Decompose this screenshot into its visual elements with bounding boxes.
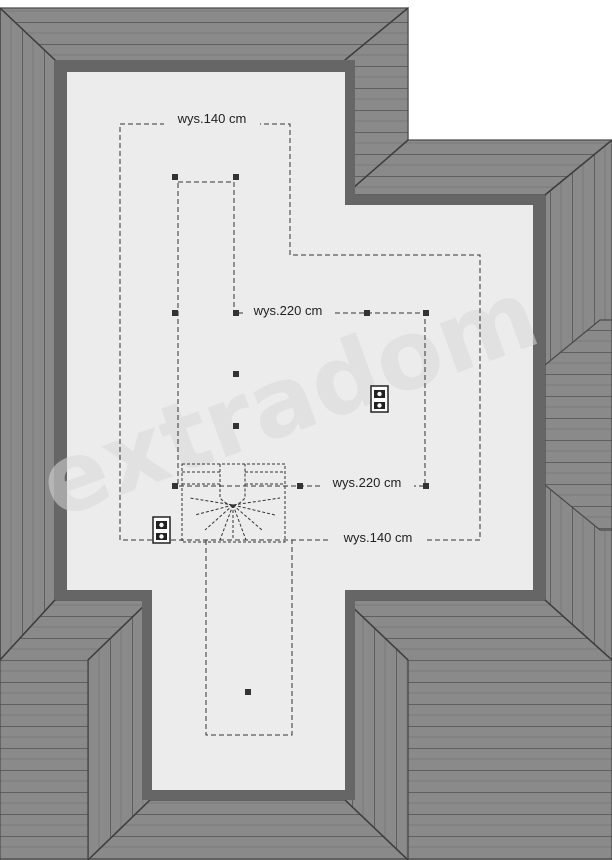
posts (172, 174, 429, 695)
height-line-140 (119, 123, 481, 541)
post-marker (245, 689, 251, 695)
post-marker (233, 174, 239, 180)
post-marker (423, 483, 429, 489)
post-marker (233, 310, 239, 316)
chimney-icon (152, 516, 171, 544)
attic-walls (55, 60, 545, 800)
post-marker (233, 371, 239, 377)
height-line-south (205, 540, 293, 736)
post-marker (172, 310, 178, 316)
height-label-140-bottom: wys.140 cm (343, 530, 413, 545)
post-marker (297, 483, 303, 489)
height-label-140-top: wys.140 cm (177, 111, 247, 126)
post-marker (423, 310, 429, 316)
post-marker (233, 423, 239, 429)
height-label-220-lower: wys.220 cm (332, 475, 402, 490)
chimney-icon (370, 385, 389, 413)
post-marker (364, 310, 370, 316)
post-marker (172, 483, 178, 489)
height-label-220-upper: wys.220 cm (253, 303, 323, 318)
attic-floor (67, 72, 533, 790)
post-marker (172, 174, 178, 180)
stair-icon (181, 463, 286, 543)
